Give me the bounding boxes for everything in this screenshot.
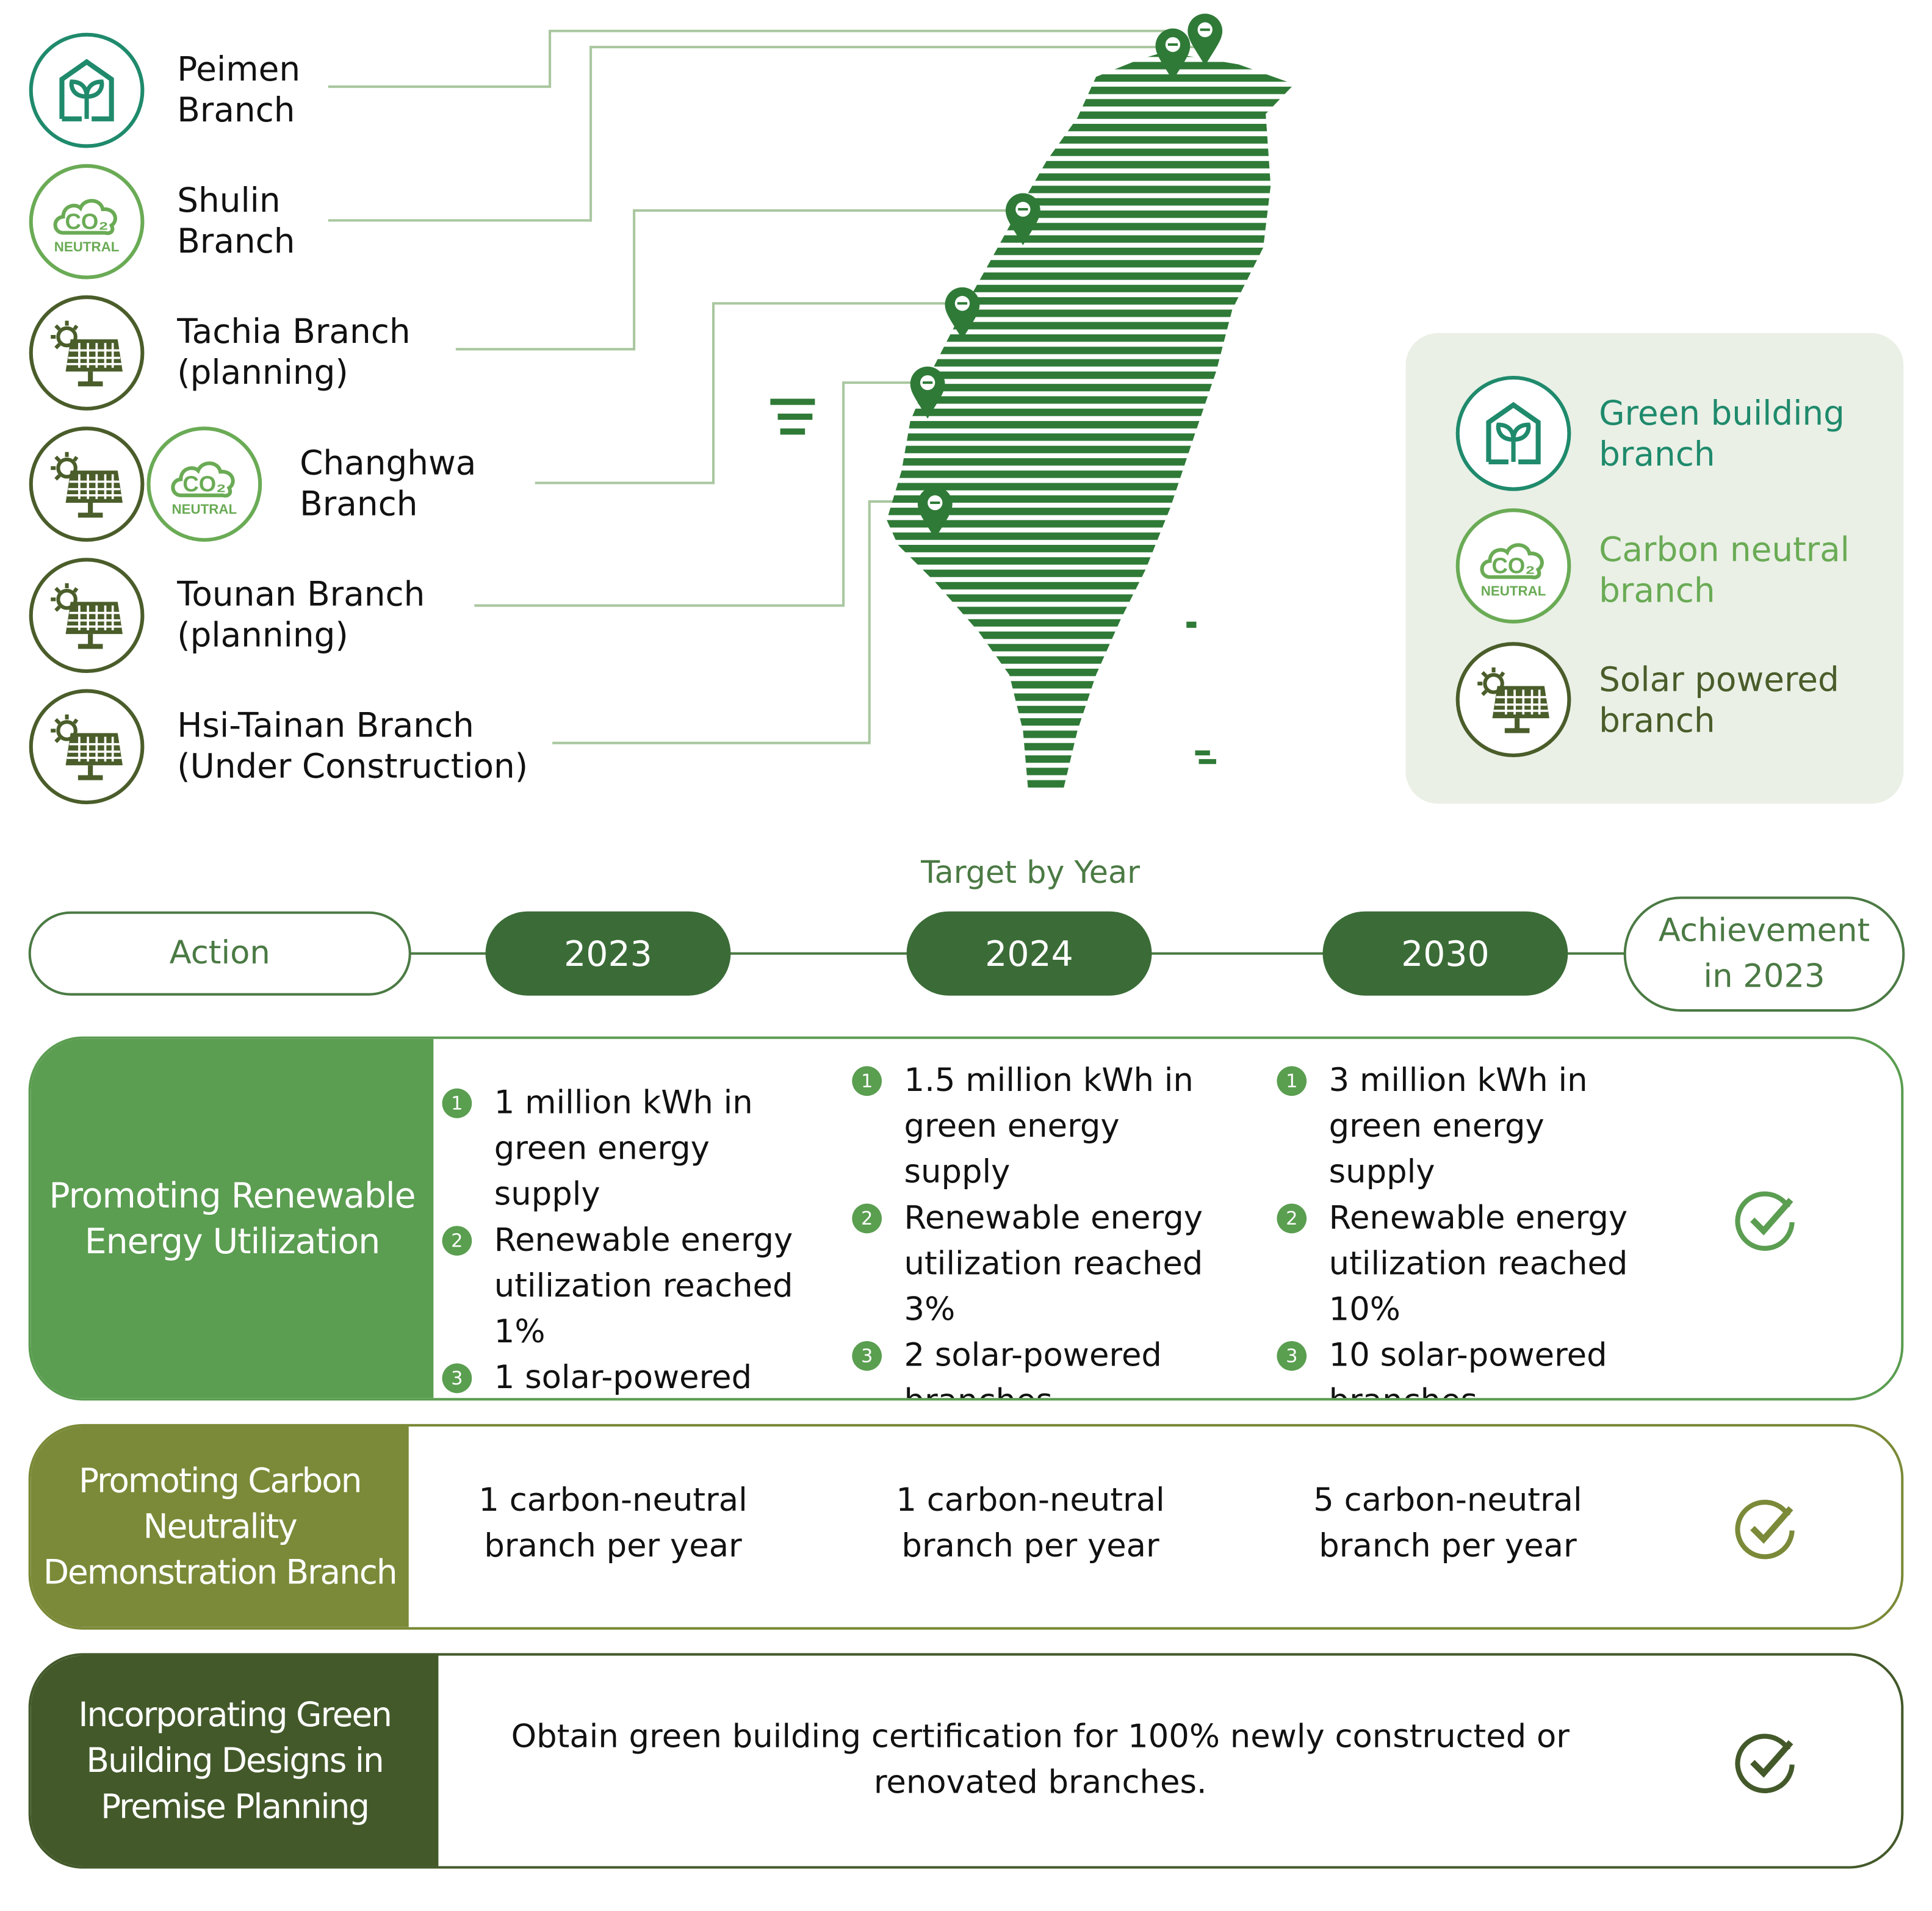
- green-building-icon: [1455, 375, 1572, 492]
- solar-panel-icon: [1455, 641, 1572, 758]
- action-cell: Promoting Carbon Neutrality Demonstratio…: [31, 1426, 409, 1627]
- carbon-neutral-icon: CO₂ NEUTRAL: [1455, 508, 1572, 624]
- neutral-label: NEUTRAL: [54, 239, 120, 254]
- branch-hsi-tainan: Hsi-Tainan Branch(Under Construction): [177, 707, 528, 786]
- check-icon: [1734, 1730, 1798, 1794]
- co2-label: CO₂: [65, 209, 109, 234]
- solar-panel-icon: [29, 426, 145, 542]
- check-icon: [1734, 1187, 1798, 1252]
- branch-tachia: Tachia Branch(planning): [177, 313, 411, 393]
- solar-panel-icon: [29, 295, 145, 411]
- green-building-icon: [29, 32, 145, 149]
- taiwan-branch-map: [328, 13, 1294, 793]
- table-row-renewable-energy: Promoting Renewable Energy Utilization 1…: [28, 1036, 1904, 1401]
- target-all-years-cell: Obtain green building certification for …: [511, 1718, 1570, 1802]
- action-cell: Promoting Renewable Energy Utilization: [31, 1038, 434, 1398]
- target-by-year-label: Target by Year: [921, 854, 1140, 891]
- check-icon: [1734, 1496, 1798, 1561]
- islands: [770, 398, 1216, 765]
- table-row-carbon-neutrality: Promoting Carbon Neutrality Demonstratio…: [28, 1423, 1904, 1630]
- co2-label: CO₂: [182, 472, 226, 497]
- neutral-label: NEUTRAL: [172, 502, 237, 517]
- carbon-neutral-icon: CO₂ NEUTRAL: [29, 164, 145, 280]
- co2-label: CO₂: [1492, 553, 1535, 578]
- year-2023-header: 2023: [485, 911, 731, 996]
- solar-panel-icon: [29, 688, 145, 805]
- target-2023-cell: 1 carbon-neutral branch per year: [478, 1482, 748, 1566]
- neutral-label: NEUTRAL: [1481, 583, 1546, 599]
- action-cell: Incorporating Green Building Designs in …: [31, 1655, 439, 1866]
- branch-tounan: Tounan Branch(planning): [177, 575, 425, 655]
- year-2030-header: 2030: [1322, 911, 1568, 996]
- carbon-neutral-icon: CO₂ NEUTRAL: [146, 426, 262, 542]
- solar-panel-icon: [29, 557, 145, 674]
- target-2024-cell: 1 carbon-neutral branch per year: [896, 1482, 1165, 1566]
- table-row-green-building: Incorporating Green Building Designs in …: [28, 1653, 1904, 1869]
- action-header: Action: [28, 911, 411, 996]
- connector-lines: [328, 29, 1204, 744]
- taiwan-island-shape: [887, 52, 1294, 793]
- target-2030-cell: 5 carbon-neutral branch per year: [1313, 1482, 1582, 1566]
- year-2024-header: 2024: [906, 911, 1152, 996]
